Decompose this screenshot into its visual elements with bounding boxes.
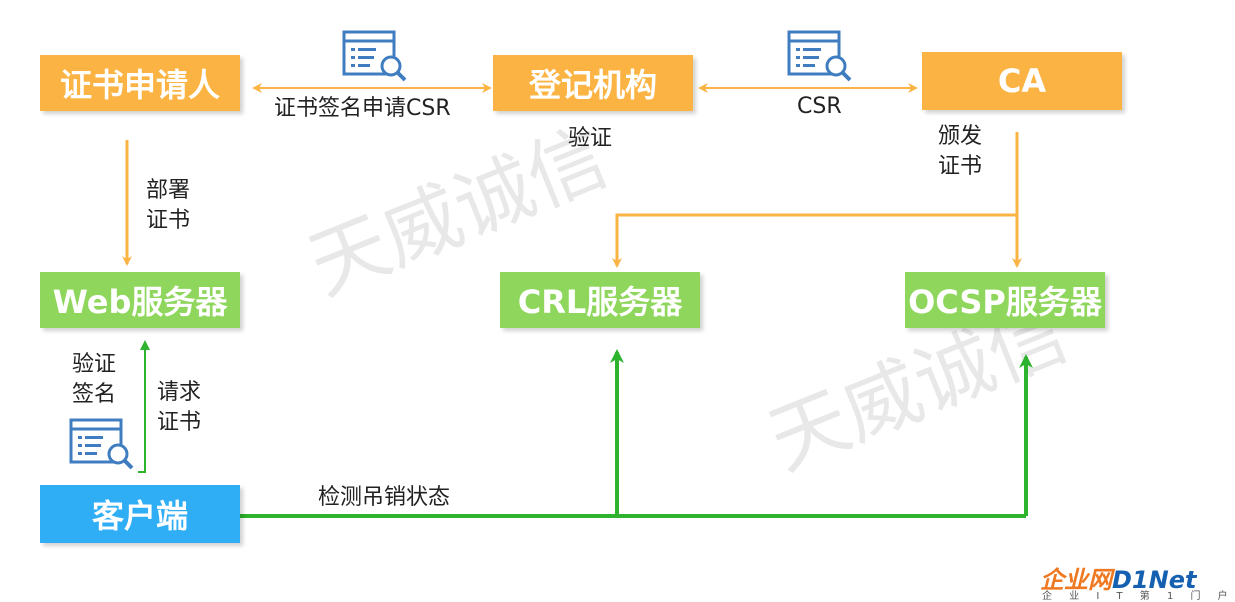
document-icon [69, 418, 134, 470]
document-icon [787, 30, 852, 82]
label-request-cert: 请求 证书 [157, 378, 201, 438]
logo-subtitle: 企 业 I T 第 1 门 户 [1042, 591, 1235, 602]
arrow-ca-crl [612, 213, 1017, 268]
label-csr-request: 证书签名申请CSR [274, 96, 451, 121]
label-verify-sign-line2: 签名 [72, 382, 117, 407]
label-csr: CSR [797, 94, 842, 119]
label-deploy-line1: 部署 [146, 178, 191, 203]
label-issue-line2: 证书 [938, 154, 983, 179]
node-crl-server: CRL服务器 [500, 272, 700, 328]
label-verify-sign-line1: 验证 [72, 352, 117, 377]
node-ocsp-server: OCSP服务器 [905, 272, 1105, 328]
node-web-server: Web服务器 [40, 272, 240, 328]
label-verify-sign: 验证 签名 [72, 350, 116, 410]
label-deploy: 部署 证书 [146, 176, 190, 236]
node-ca: CA [922, 52, 1122, 110]
connector-lines [122, 83, 1033, 518]
label-request-cert-line1: 请求 [157, 380, 202, 405]
logo-brand: 企业网 [1040, 566, 1112, 594]
logo-mark: D1Net [1112, 566, 1197, 594]
node-client: 客户端 [40, 485, 240, 543]
label-issue: 颁发 证书 [938, 122, 982, 182]
node-ra: 登记机构 [493, 55, 693, 111]
label-issue-line1: 颁发 [938, 124, 983, 149]
arrow-request-cert [138, 342, 146, 473]
document-icon [342, 30, 407, 82]
label-check-revocation: 检测吊销状态 [318, 485, 451, 510]
label-deploy-line2: 证书 [146, 208, 191, 233]
logo: 企业网D1Net 企 业 I T 第 1 门 户 [1040, 560, 1228, 602]
label-verify: 验证 [568, 126, 613, 151]
label-request-cert-line2: 证书 [157, 410, 202, 435]
node-applicant: 证书申请人 [40, 55, 240, 111]
